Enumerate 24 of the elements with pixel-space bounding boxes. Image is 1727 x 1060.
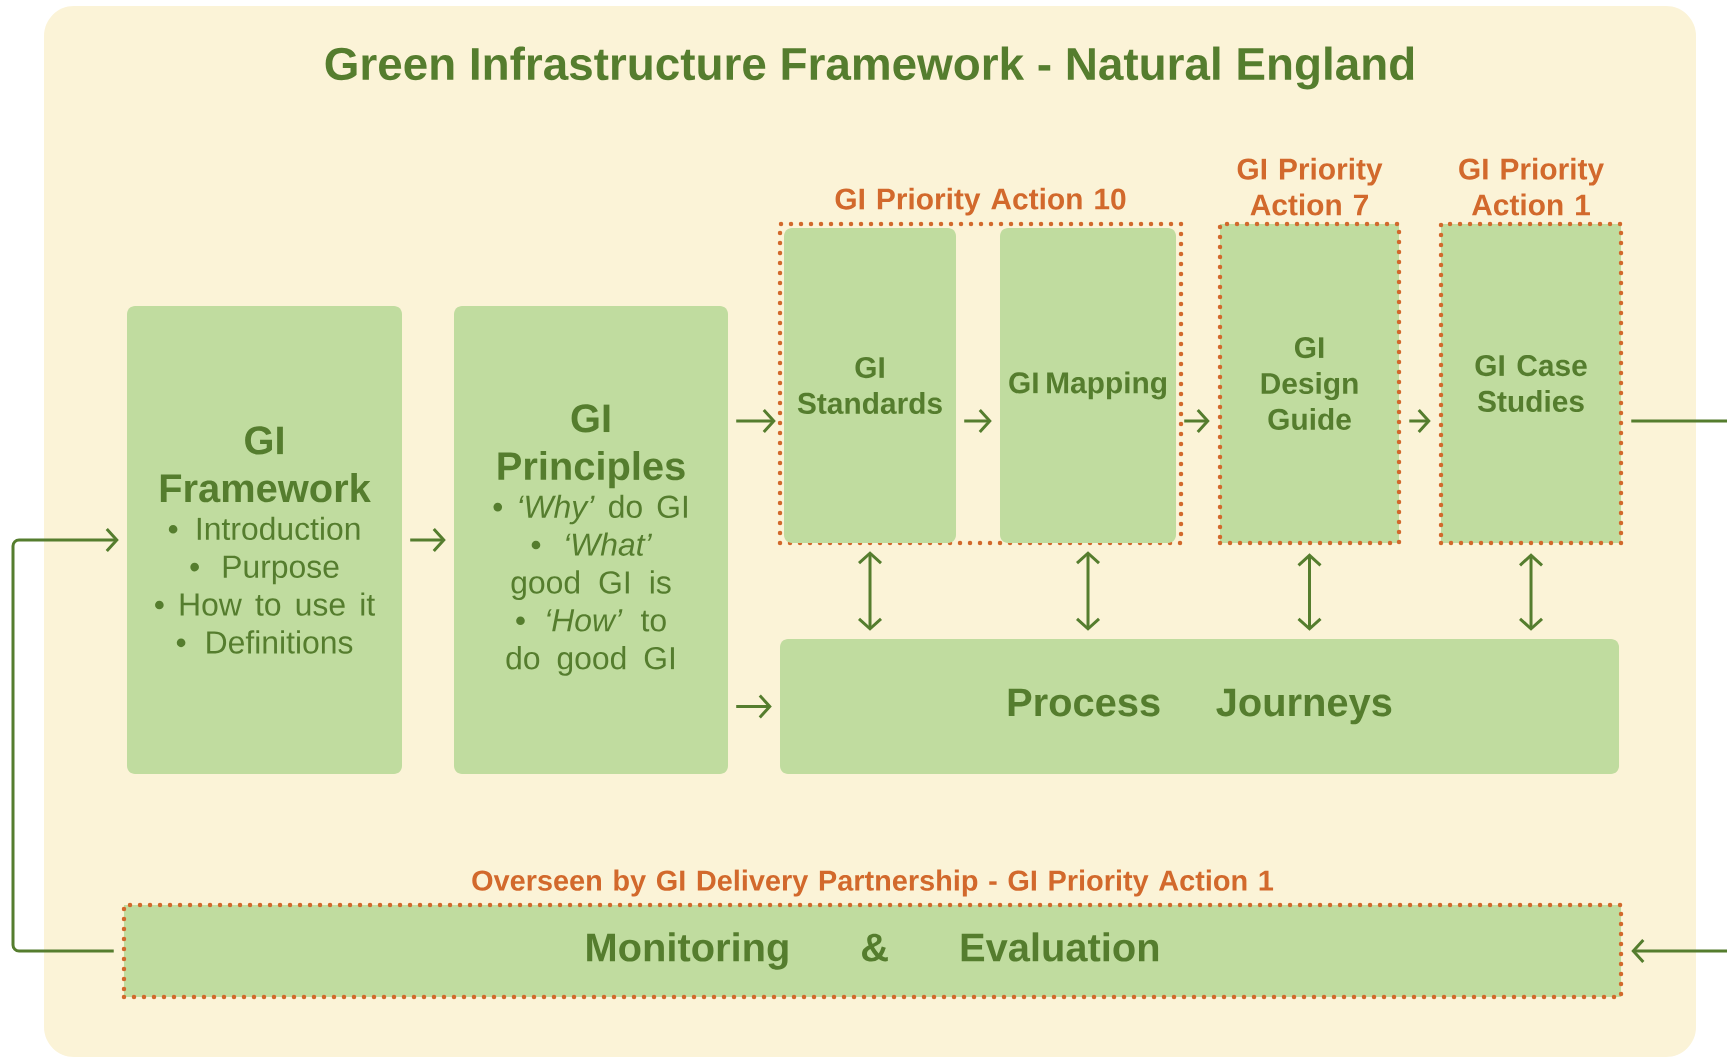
arrow bbox=[1184, 409, 1210, 433]
group-heading: Overseen by GI Delivery Partnership - GI Priority Action 1 bbox=[472, 869, 1274, 897]
arrow bbox=[410, 528, 446, 552]
process-box: GI Case Studies bbox=[1438, 221, 1624, 546]
arrow bbox=[858, 551, 882, 631]
arrow bbox=[1297, 553, 1322, 631]
process-box: GI Design Guide bbox=[1217, 221, 1402, 546]
arrow bbox=[1519, 553, 1544, 631]
process-box: GI Mapping bbox=[1000, 228, 1176, 543]
process-box: Process Journeys bbox=[780, 639, 1619, 774]
arrow bbox=[736, 409, 776, 433]
group-heading: GI Priority Action 7 bbox=[1237, 157, 1383, 216]
arrow bbox=[11, 528, 119, 953]
title: Green Infrastructure Framework - Natural England bbox=[325, 46, 1414, 90]
arrow bbox=[964, 409, 992, 433]
group-heading: GI Priority Action 10 bbox=[835, 187, 1126, 216]
process-box: GI Standards bbox=[784, 228, 956, 543]
arrow bbox=[1076, 551, 1100, 631]
process-box: GI Framework • Introduction • Purpose • How to use it • Definitions bbox=[127, 306, 402, 774]
arrow bbox=[736, 694, 772, 719]
process-box: GI Principles • ‘Why’ do GI • ‘What’ good GI is • ‘How’ to do good GI bbox=[454, 306, 728, 774]
arrow bbox=[1631, 419, 1727, 963]
process-box: Monitoring & Evaluation bbox=[121, 902, 1624, 1000]
group-heading: GI Priority Action 1 bbox=[1459, 157, 1604, 216]
